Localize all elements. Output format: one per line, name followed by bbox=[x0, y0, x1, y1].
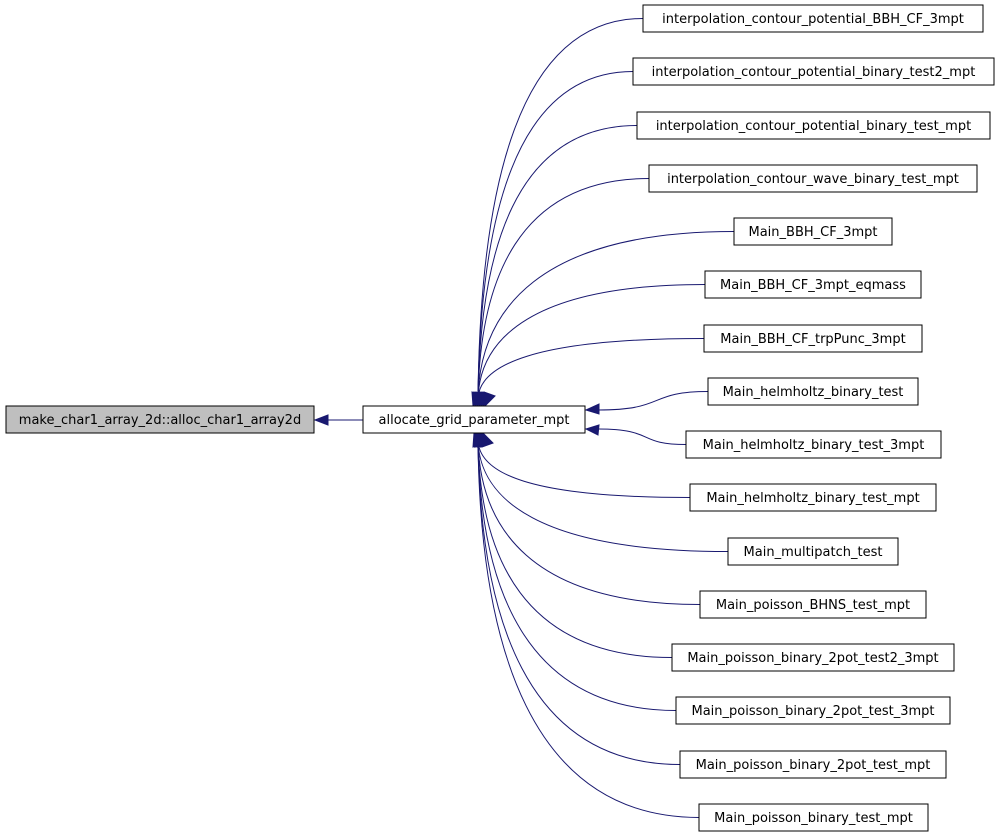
edge-arrowhead bbox=[584, 424, 600, 436]
caller-node-box bbox=[671, 643, 955, 672]
caller-node[interactable]: Main_BBH_CF_trpPunc_3mpt bbox=[703, 324, 923, 353]
caller-node[interactable]: Main_multipatch_test bbox=[727, 537, 899, 566]
call-edge bbox=[477, 440, 691, 498]
caller-node-label: Main_helmholtz_binary_test_3mpt bbox=[703, 438, 925, 453]
caller-node-label: Main_poisson_binary_test_mpt bbox=[714, 811, 913, 826]
caller-node-box bbox=[689, 483, 937, 512]
caller-node-label: Main_poisson_binary_2pot_test_3mpt bbox=[691, 704, 934, 719]
caller-node[interactable]: Main_poisson_binary_test_mpt bbox=[698, 803, 929, 832]
edges-layer bbox=[313, 18, 735, 818]
caller-node[interactable]: Main_helmholtz_binary_test_mpt bbox=[689, 483, 937, 512]
caller-node[interactable]: Main_helmholtz_binary_test bbox=[707, 377, 919, 406]
caller-node-box bbox=[698, 803, 929, 832]
caller-node[interactable]: Main_poisson_binary_2pot_test_mpt bbox=[679, 750, 947, 779]
caller-node-label: Main_helmholtz_binary_test_mpt bbox=[706, 491, 919, 506]
edge-arrowhead bbox=[584, 403, 600, 415]
call-edge bbox=[597, 391, 709, 411]
call-edge bbox=[477, 178, 650, 399]
edge-arrowhead bbox=[483, 391, 496, 408]
caller-node-box bbox=[679, 750, 947, 779]
caller-node-label: interpolation_contour_potential_BBH_CF_3… bbox=[662, 12, 964, 27]
caller-node-label: interpolation_contour_potential_binary_t… bbox=[652, 65, 976, 80]
caller-node-box bbox=[699, 590, 927, 619]
caller-node-box bbox=[648, 164, 978, 193]
caller-node[interactable]: interpolation_contour_wave_binary_test_m… bbox=[648, 164, 978, 193]
caller-node-label: Main_BBH_CF_3mpt bbox=[749, 225, 878, 240]
caller-node-label: Main_poisson_binary_2pot_test2_3mpt bbox=[687, 651, 938, 666]
call-edge bbox=[477, 440, 700, 818]
caller-node-label: Main_BBH_CF_trpPunc_3mpt bbox=[720, 332, 905, 347]
call-edge bbox=[477, 18, 644, 399]
caller-node-label: Main_poisson_binary_2pot_test_mpt bbox=[696, 758, 931, 773]
caller-node-label: Main_poisson_BHNS_test_mpt bbox=[716, 598, 910, 613]
caller-node[interactable]: Main_poisson_BHNS_test_mpt bbox=[699, 590, 927, 619]
caller-node-box bbox=[703, 324, 923, 353]
caller-node-label: interpolation_contour_wave_binary_test_m… bbox=[667, 172, 959, 187]
call-edge bbox=[477, 125, 638, 399]
root-node[interactable]: make_char1_array_2d::alloc_char1_array2d bbox=[5, 405, 315, 434]
caller-node-box bbox=[636, 111, 991, 140]
caller-node-box bbox=[704, 270, 922, 299]
caller-node[interactable]: interpolation_contour_potential_binary_t… bbox=[636, 111, 991, 140]
caller-node[interactable]: Main_BBH_CF_3mpt bbox=[733, 217, 893, 246]
call-edge bbox=[477, 231, 735, 399]
call-edge bbox=[477, 71, 634, 399]
caller-node[interactable]: interpolation_contour_potential_BBH_CF_3… bbox=[642, 4, 984, 33]
caller-node[interactable]: Main_poisson_binary_2pot_test_3mpt bbox=[675, 696, 951, 725]
middle-node-label: allocate_grid_parameter_mpt bbox=[379, 413, 570, 428]
caller-node-box bbox=[685, 430, 942, 459]
caller-node-box bbox=[642, 4, 984, 33]
middle-node[interactable]: allocate_grid_parameter_mpt bbox=[362, 405, 586, 434]
call-edge bbox=[477, 440, 681, 765]
caller-node-box bbox=[707, 377, 919, 406]
edge-arrowhead bbox=[472, 431, 485, 448]
call-edge bbox=[477, 440, 701, 605]
caller-node-box bbox=[733, 217, 893, 246]
call-edge bbox=[597, 428, 687, 445]
caller-node[interactable]: interpolation_contour_potential_binary_t… bbox=[632, 57, 995, 86]
call-edge bbox=[477, 284, 706, 399]
caller-node-label: Main_helmholtz_binary_test bbox=[723, 385, 904, 400]
caller-nodes: interpolation_contour_potential_BBH_CF_3… bbox=[632, 4, 995, 832]
caller-node-label: Main_BBH_CF_3mpt_eqmass bbox=[720, 278, 906, 293]
call-edge bbox=[477, 440, 673, 658]
call-edge bbox=[477, 440, 677, 711]
caller-node[interactable]: Main_poisson_binary_2pot_test2_3mpt bbox=[671, 643, 955, 672]
caller-node-label: interpolation_contour_potential_binary_t… bbox=[656, 119, 971, 134]
caller-node-box bbox=[727, 537, 899, 566]
call-edge bbox=[477, 440, 729, 552]
caller-node-box bbox=[632, 57, 995, 86]
root-node-label: make_char1_array_2d::alloc_char1_array2d bbox=[19, 413, 301, 428]
call-edge bbox=[477, 338, 705, 399]
caller-node-label: Main_multipatch_test bbox=[744, 545, 883, 560]
caller-node[interactable]: Main_BBH_CF_3mpt_eqmass bbox=[704, 270, 922, 299]
caller-node[interactable]: Main_helmholtz_binary_test_3mpt bbox=[685, 430, 942, 459]
caller-node-box bbox=[675, 696, 951, 725]
root-edge-arrowhead bbox=[313, 414, 329, 426]
